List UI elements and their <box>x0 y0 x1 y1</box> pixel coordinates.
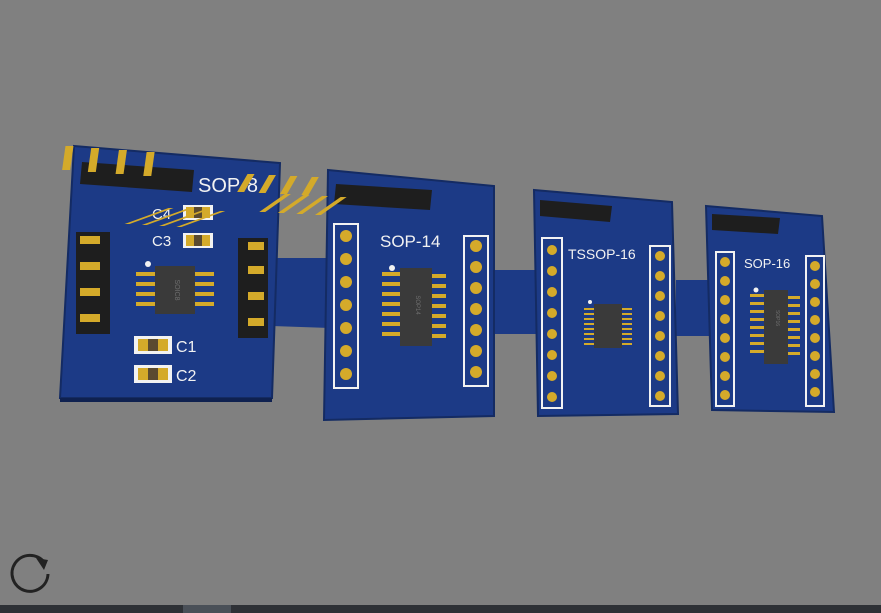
header-left-sop8 <box>76 232 110 334</box>
chip-sop14: SOP14 <box>382 265 446 346</box>
capacitor-c2 <box>134 365 172 383</box>
board-label-sop14: SOP-14 <box>380 232 440 251</box>
panel-bridge-3 <box>676 280 712 336</box>
chip-marking-sop16: SOP16 <box>774 310 780 326</box>
chip-sop16: SOP16 <box>750 287 800 364</box>
header-top-sop8 <box>62 146 194 192</box>
header-right-sop8 <box>238 238 268 338</box>
bottom-toolbar <box>0 605 881 613</box>
chip-soic8: SOIC8 <box>136 261 214 314</box>
header-top-tssop16 <box>259 194 612 222</box>
header-top-sop14 <box>237 174 432 210</box>
board-label-tssop16: TSSOP-16 <box>568 246 636 262</box>
chip-tssop16 <box>584 300 632 348</box>
capacitor-c3 <box>183 233 213 248</box>
chip-marking-sop8: SOIC8 <box>173 279 180 300</box>
board-sop14: SOP-14 SOP14 <box>237 168 495 422</box>
label-c2: C2 <box>176 368 197 385</box>
board-label-sop16: SOP-16 <box>744 256 790 271</box>
rotate-view-icon[interactable] <box>6 550 54 598</box>
panel-bridge-2 <box>494 270 536 334</box>
panel-bridge-1 <box>272 258 330 328</box>
label-c1: C1 <box>176 339 197 356</box>
capacitor-c1 <box>134 336 172 354</box>
board-sop8: SOP-8 C4 C3 <box>58 144 282 402</box>
chip-marking-sop14: SOP14 <box>414 295 420 315</box>
header-top-sop16 <box>124 208 780 234</box>
board-sop16: SOP-16 SOP16 <box>124 204 836 414</box>
board-tssop16: TSSOP-16 <box>259 188 680 418</box>
toolbar-segment[interactable] <box>183 605 231 613</box>
label-c3: C3 <box>152 233 171 250</box>
